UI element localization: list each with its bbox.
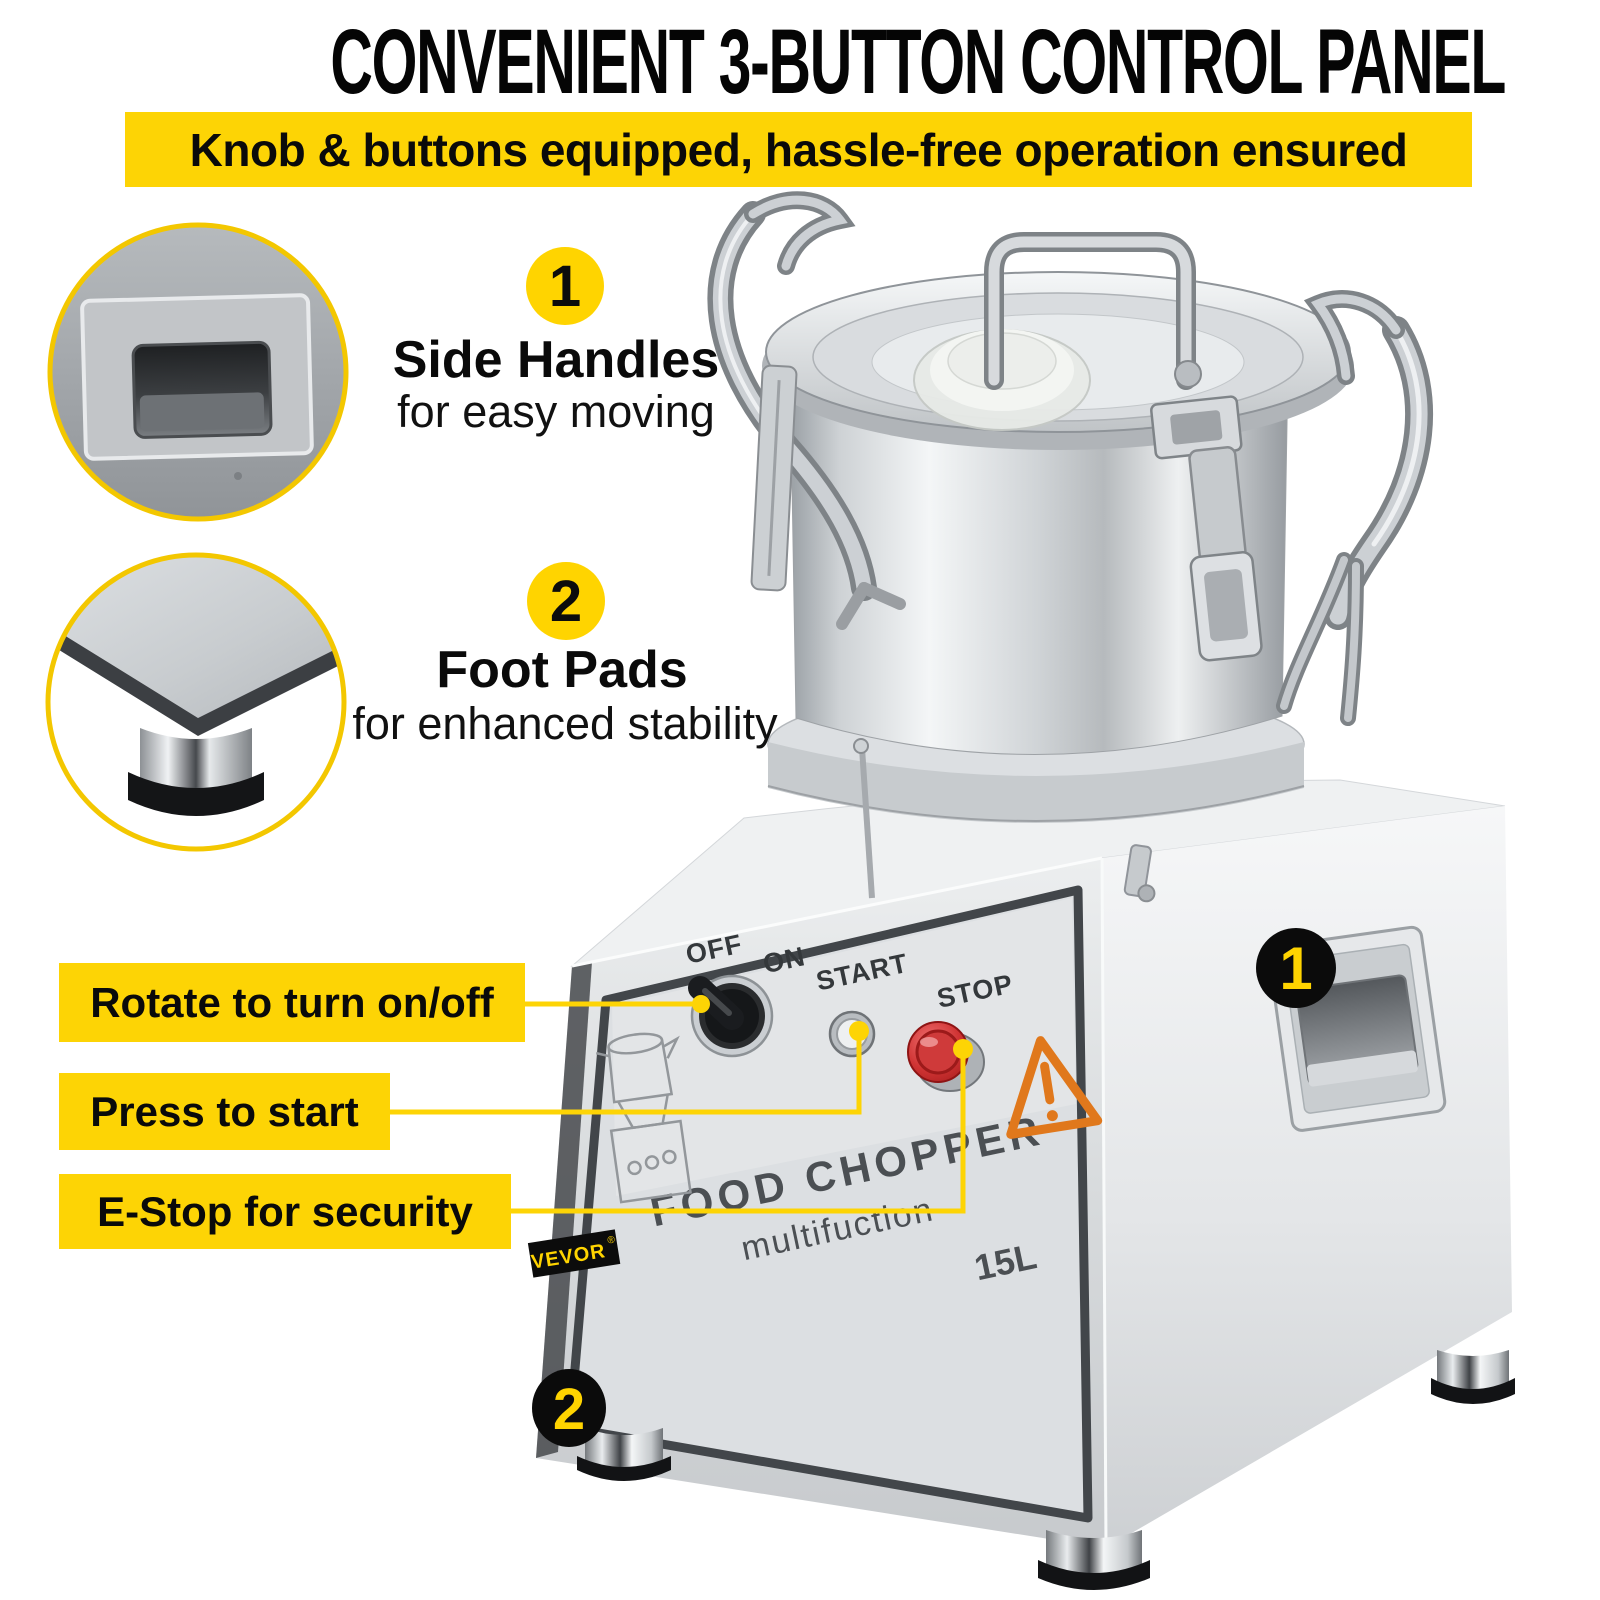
machine-badge-side-handle: 1 xyxy=(1256,928,1336,1008)
chopper-line-drawing-icon xyxy=(595,1032,692,1204)
callout-estop-label: E-Stop for security xyxy=(59,1174,511,1249)
closeup2-foot-rubber xyxy=(128,772,264,816)
connector-estop xyxy=(511,1050,966,1214)
feature-1-number: 1 xyxy=(548,253,582,319)
subtitle-banner-text: Knob & buttons equipped, hassle-free ope… xyxy=(189,123,1408,176)
callout-press-label: Press to start xyxy=(59,1073,390,1150)
power-knob xyxy=(688,974,774,1058)
closeup2-foot-chrome xyxy=(140,728,252,793)
feature-1-subtitle: for easy moving xyxy=(397,386,715,437)
foot-left xyxy=(577,1428,671,1481)
machine-badge-1-number: 1 xyxy=(1279,935,1312,1002)
closeup2-plate-edge xyxy=(48,614,344,736)
closeup-foot-pad xyxy=(40,548,352,856)
connector-rotate-dot xyxy=(692,995,710,1013)
front-latch xyxy=(1150,395,1263,662)
closeup-side-handle-image xyxy=(47,222,349,522)
hinge-pin xyxy=(1123,844,1156,903)
foot-front xyxy=(1038,1530,1150,1590)
base-corner-edge xyxy=(1100,857,1108,1549)
foot-right xyxy=(1431,1350,1515,1404)
closeup-side-handle xyxy=(42,218,354,526)
bowl-clamp-rod xyxy=(853,738,875,899)
right-side-wing-handle xyxy=(1276,290,1433,726)
machine-badge-foot-pad: 2 xyxy=(532,1369,606,1447)
feature-2-subtitle: for enhanced stability xyxy=(352,698,778,749)
callout-press-text: Press to start xyxy=(90,1087,359,1135)
callout-estop-text: E-Stop for security xyxy=(97,1187,473,1235)
callout-rotate-text: Rotate to turn on/off xyxy=(90,978,494,1026)
page-title-text: CONVENIENT 3-BUTTON CONTROL PANEL xyxy=(330,11,1506,113)
left-latch xyxy=(750,364,798,592)
bowl-body xyxy=(789,364,1289,755)
connector-estop-dot xyxy=(953,1039,973,1059)
feature-1-title: Side Handles xyxy=(392,331,720,389)
feature-2-number-badge: 2 xyxy=(527,562,605,640)
closeup1-border xyxy=(47,222,349,522)
warning-icon xyxy=(1006,1036,1103,1139)
lid-handle xyxy=(984,232,1202,390)
brand-logo-registered: ® xyxy=(607,1234,617,1246)
callout-rotate-label: Rotate to turn on/off xyxy=(59,963,525,1042)
closeup1-recess-sheen xyxy=(139,392,265,432)
base-top-edge-highlight xyxy=(571,856,1103,968)
subtitle-banner: Knob & buttons equipped, hassle-free ope… xyxy=(125,112,1472,187)
page-title: CONVENIENT 3-BUTTON CONTROL PANEL xyxy=(0,10,1600,115)
base-right-face xyxy=(1102,806,1512,1548)
feature-2-title: Foot Pads xyxy=(436,641,688,699)
connector-press-dot xyxy=(849,1021,869,1041)
closeup-foot-pad-image xyxy=(45,552,347,852)
feature-1-number-badge: 1 xyxy=(526,247,604,325)
callout-connectors xyxy=(390,1001,966,1214)
closeup2-border xyxy=(45,552,347,852)
machine-badge-2-number: 2 xyxy=(553,1377,585,1442)
connector-press xyxy=(390,1032,862,1115)
feature-2-number: 2 xyxy=(549,568,583,634)
closeup1-speck xyxy=(234,472,242,480)
